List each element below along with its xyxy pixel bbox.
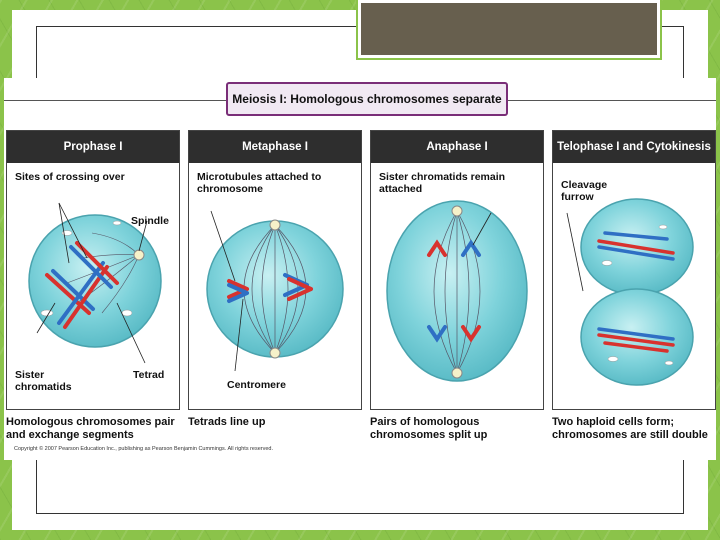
label-tetrad: Tetrad <box>133 369 165 381</box>
centrosome-top <box>269 219 281 231</box>
panel-header: Metaphase I <box>189 131 361 163</box>
panel-anaphase-i: Anaphase I <box>370 130 544 410</box>
meiosis-figure: Meiosis I: Homologous chromosomes separa… <box>4 78 716 460</box>
centrosome-top <box>451 205 463 217</box>
caption-metaphase-i: Tetrads line up <box>188 416 266 428</box>
label-microtubules-attached: Microtubules attached to chromosome <box>197 171 322 195</box>
spindle-fibers <box>433 210 481 374</box>
cytoplasm-organelles <box>601 224 674 366</box>
panel-telophase-i: Telophase I and Cytokinesis <box>552 130 716 410</box>
label-leader-lines <box>472 212 492 246</box>
anaphase-cell-illustration <box>386 200 528 382</box>
label-centromere: Centromere <box>227 379 286 391</box>
centrosome <box>133 249 145 261</box>
metaphase-cell-illustration <box>206 210 344 372</box>
tetrad-chromosomes <box>45 241 119 329</box>
copyright-notice: Copyright © 2007 Pearson Education Inc.,… <box>14 446 274 452</box>
prophase-cell-illustration <box>28 202 162 364</box>
panel-header: Telophase I and Cytokinesis <box>553 131 715 163</box>
label-leader-lines <box>210 210 244 372</box>
figure-title: Meiosis I: Homologous chromosomes separa… <box>226 82 508 116</box>
slide-title-placeholder[interactable] <box>358 0 660 58</box>
caption-telophase-i: Two haploid cells form; chromosomes are … <box>552 416 708 441</box>
label-sister-chromatids-attached: Sister chromatids remain attached <box>379 171 506 195</box>
panel-header: Prophase I <box>7 131 179 163</box>
tetrads-at-plate <box>227 273 313 303</box>
telophase-cell-illustration <box>566 198 694 386</box>
label-leader-lines <box>36 202 148 364</box>
label-sister-chromatids: Sister chromatids <box>15 369 72 393</box>
label-cleavage-furrow: Cleavage furrow <box>561 179 608 203</box>
daughter-cell-bottom <box>580 288 694 386</box>
separating-chromosomes <box>427 239 481 343</box>
label-spindle: Spindle <box>131 215 169 227</box>
panel-prophase-i: Prophase I <box>6 130 180 410</box>
caption-prophase-i: Homologous chromosomes pair and exchange… <box>6 416 175 441</box>
label-leader-lines <box>566 212 584 292</box>
centrosome-bottom <box>269 347 281 359</box>
daughter-chromosomes <box>597 231 675 353</box>
caption-anaphase-i: Pairs of homologous chromosomes split up <box>370 416 488 441</box>
panel-header: Anaphase I <box>371 131 543 163</box>
label-sites-of-crossing-over: Sites of crossing over <box>15 171 125 183</box>
panel-metaphase-i: Metaphase I <box>188 130 362 410</box>
centrosome-bottom <box>451 367 463 379</box>
